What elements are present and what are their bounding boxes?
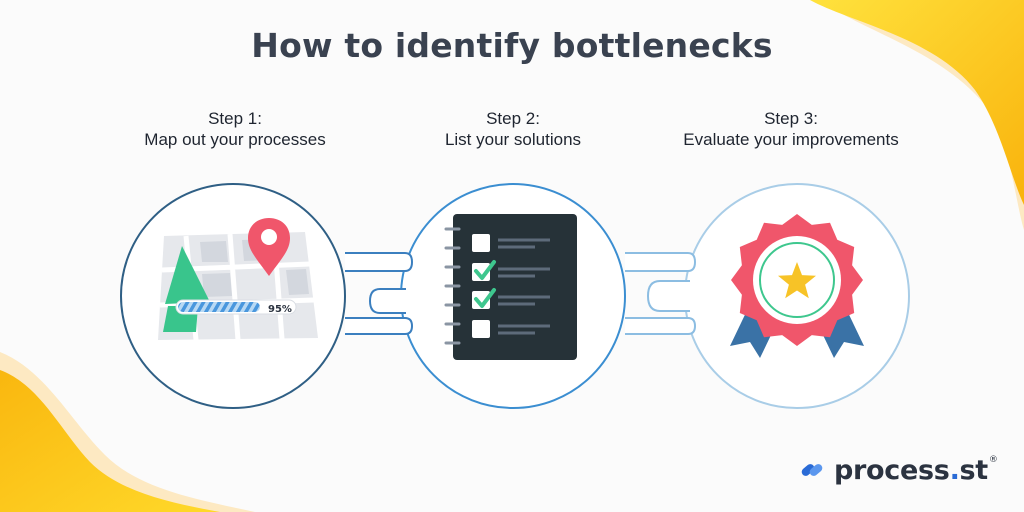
checklist-item-3 bbox=[472, 288, 550, 309]
spiral-binding bbox=[444, 227, 461, 345]
badge-ring bbox=[759, 242, 835, 318]
brand-logo: process.st ® bbox=[798, 450, 998, 490]
checklist-item-1 bbox=[472, 234, 550, 252]
checklist-illustration bbox=[444, 214, 577, 360]
connector-1-2-bottom bbox=[345, 317, 414, 335]
connector-2-3-top bbox=[625, 252, 697, 272]
step-2-caption: Step 2: List your solutions bbox=[363, 108, 663, 150]
brand-name-main: process bbox=[834, 454, 950, 486]
step-1-caption: Step 1: Map out your processes bbox=[85, 108, 385, 150]
progress-bar-fill bbox=[178, 302, 260, 312]
step-3-label: Step 3: bbox=[764, 109, 818, 128]
connector-2-3 bbox=[625, 252, 697, 335]
connector-1-2 bbox=[345, 252, 414, 335]
checklist-item-2 bbox=[472, 260, 550, 281]
checklist-item-4 bbox=[472, 320, 550, 338]
connector-2-3-hook bbox=[646, 280, 690, 312]
step-2-text: List your solutions bbox=[444, 130, 582, 149]
connector-1-2-hook bbox=[368, 288, 406, 314]
page-title: How to identify bottlenecks bbox=[251, 26, 773, 65]
step-1-text: Map out your processes bbox=[144, 130, 326, 149]
step-1-label: Step 1: bbox=[208, 109, 262, 128]
registered-mark: ® bbox=[988, 455, 998, 465]
step-3-caption: Step 3: Evaluate your improvements bbox=[641, 108, 941, 150]
connector-1-2-top bbox=[345, 252, 414, 272]
checkmark-icon bbox=[474, 288, 496, 308]
map-illustration: 95% bbox=[158, 218, 318, 341]
checkmark-icon bbox=[474, 260, 496, 280]
progress-label: 95% bbox=[268, 304, 292, 315]
step-2-label: Step 2: bbox=[486, 109, 540, 128]
checklist-board bbox=[453, 214, 577, 360]
connector-2-3-bottom bbox=[625, 317, 697, 335]
brand-dot: . bbox=[949, 454, 960, 486]
top-right-blob bbox=[810, 0, 1024, 205]
map-green-area bbox=[165, 246, 210, 304]
brand-name: process.st bbox=[834, 455, 988, 486]
step-3-text: Evaluate your improvements bbox=[683, 130, 899, 149]
location-pin-icon bbox=[248, 218, 290, 276]
award-badge-icon bbox=[730, 214, 864, 358]
bottom-left-blob bbox=[0, 370, 220, 512]
map-blocks bbox=[200, 239, 309, 297]
star-icon bbox=[778, 262, 816, 299]
brand-suffix: st bbox=[959, 454, 989, 486]
process-st-logo-icon bbox=[801, 464, 823, 476]
progress-bar: 95% bbox=[175, 299, 297, 315]
